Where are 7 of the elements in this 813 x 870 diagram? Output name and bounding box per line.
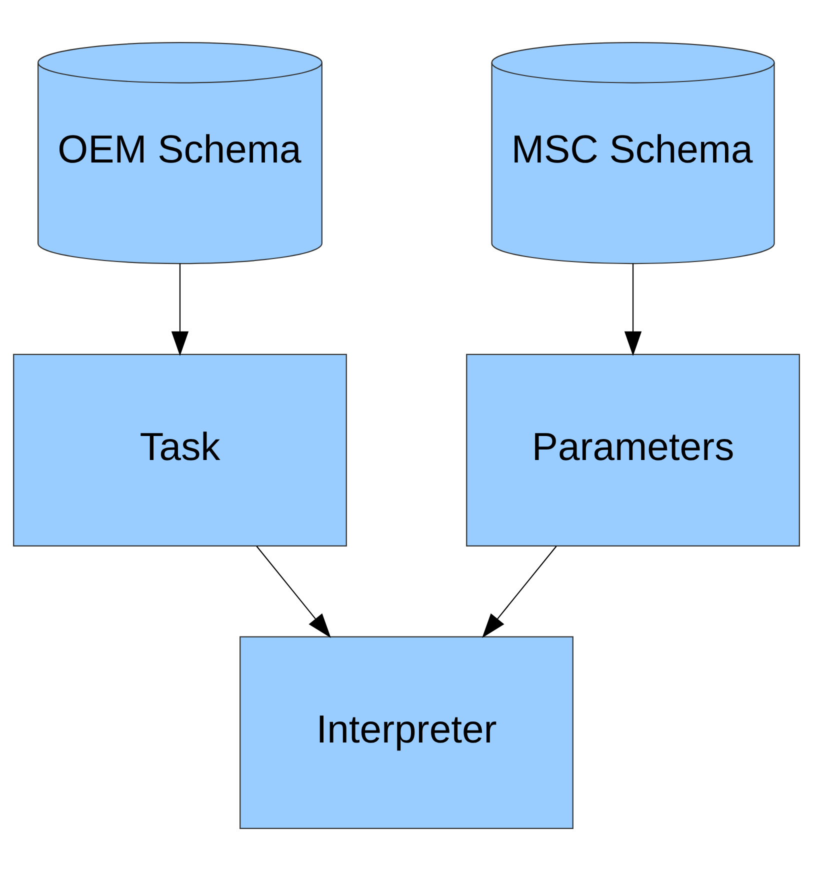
arrow [624, 263, 642, 356]
arrow [482, 545, 557, 638]
node-box: Interpreter [240, 636, 574, 828]
arrow [171, 263, 189, 356]
node-box: Parameters [466, 353, 800, 546]
node-box: Task [13, 353, 347, 546]
arrow [256, 545, 331, 638]
